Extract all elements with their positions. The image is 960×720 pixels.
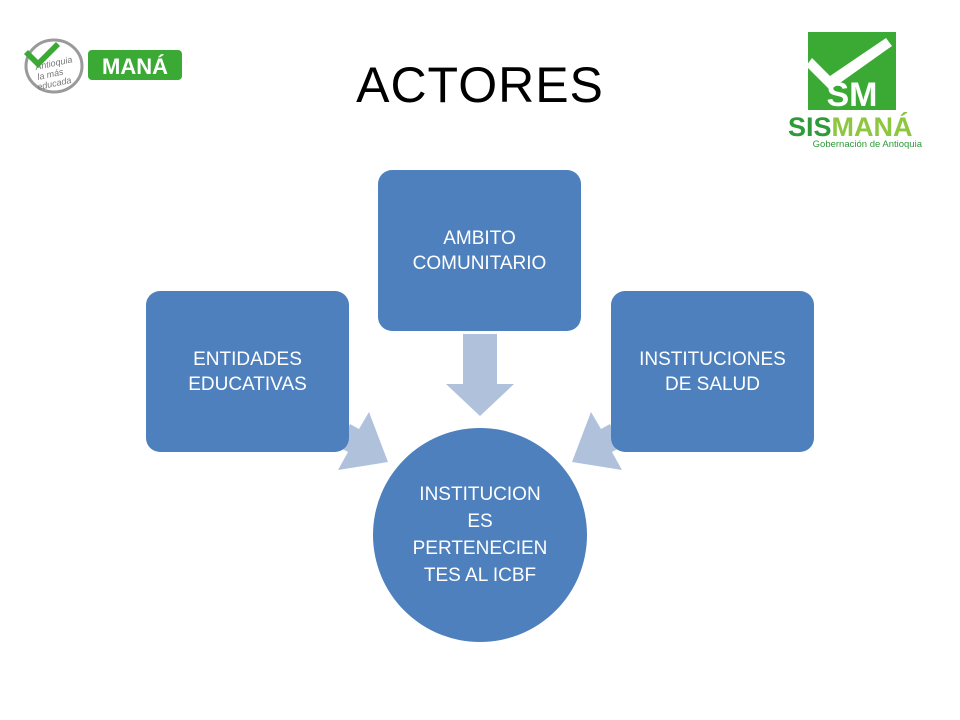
node-center-line-4: TES AL ICBF	[423, 565, 537, 586]
sismana-brand-a: SIS	[788, 112, 832, 142]
node-left-line-1: ENTIDADES	[193, 348, 302, 370]
page-title: ACTORES	[356, 57, 604, 113]
arrow-left-to-center	[338, 412, 388, 470]
sismana-brand-b: MANÁ	[832, 111, 913, 142]
node-center-line-1: INSTITUCION	[419, 484, 541, 505]
node-right-line-1: INSTITUCIONES	[639, 348, 786, 370]
node-instituciones-de-salud: INSTITUCIONES DE SALUD	[611, 291, 814, 452]
mana-checkmark-icon	[24, 42, 60, 68]
arrow-top-to-center	[446, 334, 514, 416]
node-center-line-3: PERTENECIEN	[412, 538, 548, 559]
sismana-subtitle: Gobernación de Antioquia	[813, 139, 923, 150]
node-entidades-educativas: ENTIDADES EDUCATIVAS	[146, 291, 349, 452]
node-left-line-2: EDUCATIVAS	[188, 373, 307, 395]
mana-label: MANÁ	[102, 54, 168, 79]
sismana-letters: SM	[827, 76, 878, 114]
mana-logo: Antioquia la más educada MANÁ	[24, 38, 182, 94]
sismana-logo: SM SISMANÁ Gobernación de Antioquia	[788, 32, 923, 150]
node-top-line-2: COMUNITARIO	[412, 252, 547, 274]
node-right-line-2: DE SALUD	[664, 373, 760, 395]
node-ambito-comunitario: AMBITO COMUNITARIO	[378, 170, 581, 331]
node-center-line-2: ES	[467, 511, 493, 532]
svg-text:SISMANÁ: SISMANÁ	[788, 111, 913, 142]
node-top-line-1: AMBITO	[443, 227, 516, 249]
arrow-right-to-center	[572, 412, 622, 470]
sismana-checkmark-icon	[806, 38, 892, 90]
node-center-icbf: INSTITUCION ES PERTENECIEN TES AL ICBF	[373, 428, 587, 642]
